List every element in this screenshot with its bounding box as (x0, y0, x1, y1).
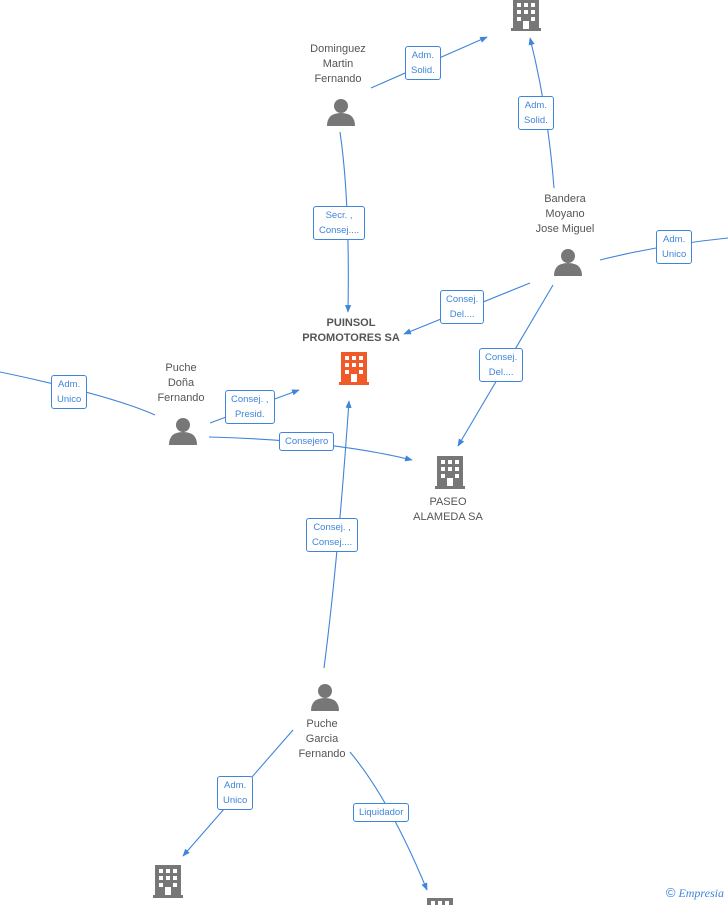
node-label-dominguez: Dominguez Martin Fernando (310, 43, 366, 85)
node-label-bandera: Bandera Moyano Jose Miguel (535, 193, 595, 235)
role-consejero[interactable]: Consejero (279, 432, 335, 451)
building-icon[interactable] (511, 0, 541, 31)
role-consej-presid[interactable]: Consej. , Presid. (225, 390, 275, 424)
building-icon-puinsol[interactable] (339, 352, 369, 385)
node-label-puche-dona: Puche Doña Fernando (157, 362, 205, 404)
person-icon-bandera[interactable] (554, 249, 582, 276)
role-consej-del[interactable]: Consej. Del.... (479, 348, 524, 382)
building-icon-paseo[interactable] (435, 456, 465, 489)
role-adm-unico[interactable]: Adm. Unico (217, 776, 254, 810)
brand-name: Empresia (678, 886, 724, 900)
role-consej-del[interactable]: Consej. Del.... (440, 290, 485, 324)
building-icon-bottom-right[interactable] (427, 898, 453, 905)
building-icon-bottom-left[interactable] (153, 865, 183, 898)
person-icon-puche-garcia[interactable] (311, 684, 339, 711)
role-adm-unico[interactable]: Adm. Unico (656, 230, 693, 264)
copyright-symbol: © (665, 885, 676, 900)
role-consej-consej[interactable]: Consej. , Consej.... (306, 518, 359, 552)
role-secr-consej[interactable]: Secr. , Consej.... (313, 206, 366, 240)
role-adm-solid[interactable]: Adm. Solid. (518, 96, 554, 130)
person-icon-puche-dona[interactable] (169, 418, 197, 445)
brand-logo: © Empresia (666, 885, 724, 901)
role-adm-unico[interactable]: Adm. Unico (51, 375, 88, 409)
role-liquidador[interactable]: Liquidador (353, 803, 410, 822)
node-label-paseo[interactable]: PASEO ALAMEDA SA (413, 496, 483, 523)
person-icon-dominguez[interactable] (327, 99, 355, 126)
role-adm-solid[interactable]: Adm. Solid. (405, 46, 441, 80)
node-label-puinsol[interactable]: PUINSOL PROMOTORES SA (302, 317, 400, 344)
edge-left-puche-dona (0, 371, 156, 416)
node-label-puche-garcia: Puche Garcia Fernando (298, 718, 346, 760)
